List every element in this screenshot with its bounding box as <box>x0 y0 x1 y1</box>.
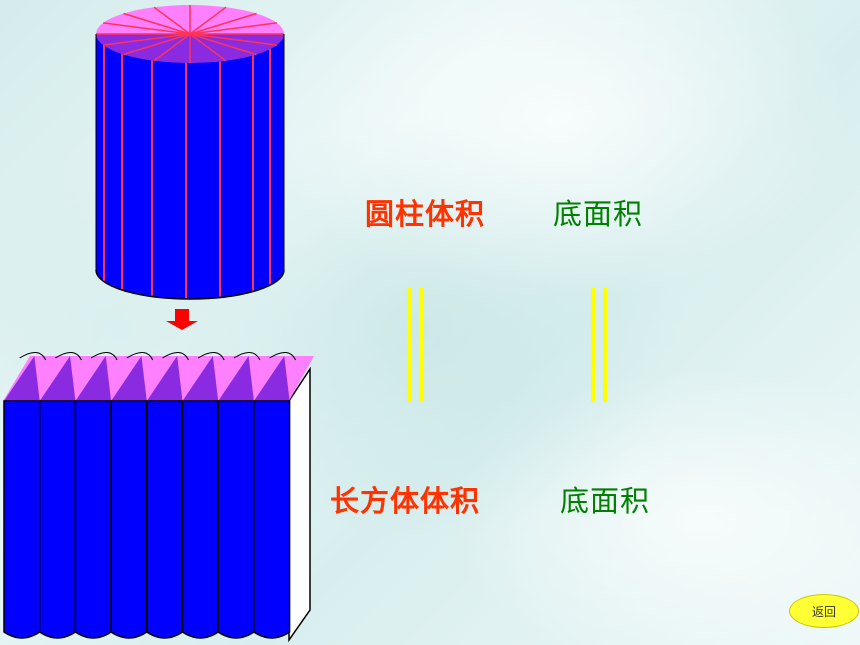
equals-bar-right-2 <box>603 288 607 402</box>
cuboid-top-arc <box>126 352 154 361</box>
cylinder-base-area-label: 底面积 <box>553 197 644 231</box>
cylinder-sector-line <box>103 33 191 46</box>
cylinder-sector-line <box>103 22 191 35</box>
cuboid-top-wedge <box>39 356 76 401</box>
cuboid-top-arc <box>233 352 261 361</box>
cuboid-column <box>253 400 291 639</box>
cuboid-top-arc <box>269 352 297 361</box>
cuboid <box>3 352 314 643</box>
cuboid-top-arc <box>90 352 118 361</box>
cuboid-columns <box>3 400 291 639</box>
cylinder-sector-line <box>153 6 191 35</box>
cuboid-top-wedge <box>218 356 254 401</box>
cuboid-top-wedges <box>4 352 297 401</box>
cylinder-top-sectors <box>96 5 284 63</box>
cylinder-sector-line <box>123 33 191 56</box>
cuboid-top-wedge <box>75 356 112 401</box>
cylinder-sector-line <box>123 12 191 35</box>
cylinder-sector-line <box>189 12 257 35</box>
cuboid-column <box>181 400 219 639</box>
cuboid-column <box>146 400 184 639</box>
cylinder-sector-line <box>189 33 257 56</box>
cuboid-volume-label: 长方体体积 <box>330 484 481 518</box>
cuboid-top-wedge <box>253 356 290 401</box>
cuboid-column <box>110 400 148 639</box>
cylinder <box>95 5 285 300</box>
cuboid-column <box>217 400 255 639</box>
cylinder-sector-line <box>189 33 227 62</box>
cuboid-base-area-label: 底面积 <box>560 484 651 518</box>
cylinder-body <box>96 34 284 299</box>
down-arrow-icon <box>166 309 198 330</box>
cylinder-volume-label: 圆柱体积 <box>365 197 486 231</box>
cuboid-top-wedge <box>4 356 40 401</box>
cylinder-stripes <box>103 36 271 298</box>
cuboid-top-wedge <box>111 356 147 401</box>
cuboid-column <box>38 400 77 639</box>
equals-bar-left-1 <box>407 288 411 402</box>
cuboid-top-wedge <box>146 356 183 401</box>
cuboid-top-arc <box>19 352 47 361</box>
cylinder-sector-line <box>189 6 227 35</box>
cuboid-top-arc <box>55 352 82 361</box>
back-button[interactable]: 返回 <box>789 594 859 628</box>
cylinder-sector-line <box>189 33 277 46</box>
equals-bar-left-2 <box>419 288 423 402</box>
cylinder-sector-line <box>189 22 277 35</box>
cylinder-bottom-edge <box>95 269 285 300</box>
equals-bar-right-1 <box>591 288 595 402</box>
cuboid-column <box>74 400 112 639</box>
cylinder-sector-line <box>153 33 191 62</box>
cuboid-top-arc <box>162 352 189 361</box>
cuboid-top-arc <box>197 352 225 361</box>
cuboid-top-wedge <box>182 356 219 401</box>
cuboid-side-face <box>288 366 311 643</box>
cuboid-column <box>3 400 41 639</box>
